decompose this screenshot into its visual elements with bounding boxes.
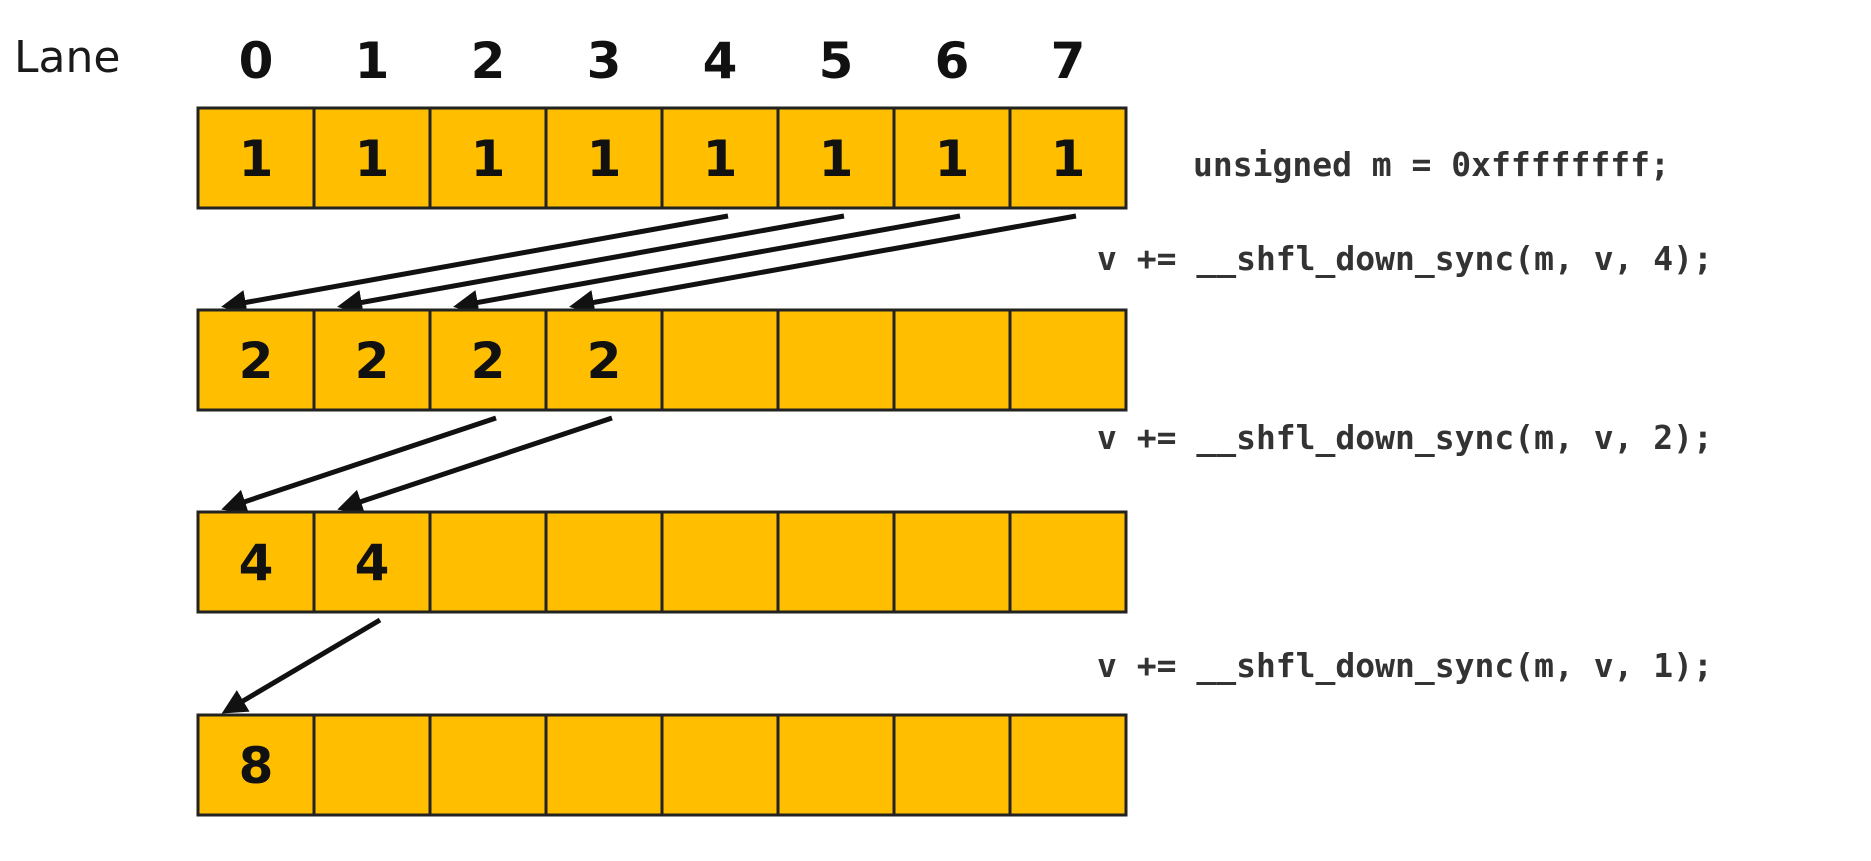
lane-cell	[1008, 106, 1128, 210]
lane-number-7: 7	[1051, 32, 1086, 90]
lane-cell	[660, 713, 780, 817]
lane-number-5: 5	[819, 32, 854, 90]
lane-cell	[428, 106, 548, 210]
cell-value: 1	[587, 130, 622, 188]
lane-cell	[1008, 510, 1128, 614]
lane-cell	[544, 106, 664, 210]
lane-number-0: 0	[239, 32, 274, 90]
lane-cell	[660, 308, 780, 412]
lane-number-1: 1	[355, 32, 390, 90]
cell-value: 2	[471, 332, 506, 390]
lane-cell	[544, 510, 664, 614]
lane-cell	[196, 308, 316, 412]
shuffle-arrow	[221, 213, 729, 315]
cell-value: 2	[355, 332, 390, 390]
cell-value: 8	[239, 737, 274, 795]
lane-cell	[660, 510, 780, 614]
shfl-down-call-3: v += __shfl_down_sync(m, v, 1);	[1097, 646, 1713, 685]
shuffle-arrow	[337, 213, 845, 315]
lane-number-4: 4	[703, 32, 738, 90]
lane-cell	[312, 308, 432, 412]
lane-cell	[776, 510, 896, 614]
shuffle-arrows	[221, 213, 1077, 714]
lane-number-6: 6	[935, 32, 970, 90]
shfl-down-call-2: v += __shfl_down_sync(m, v, 2);	[1097, 418, 1713, 457]
lane-cell	[544, 713, 664, 817]
mask-declaration: unsigned m = 0xffffffff;	[1193, 145, 1670, 184]
lane-cell	[776, 713, 896, 817]
cell-value: 1	[239, 130, 274, 188]
cell-value: 4	[355, 534, 390, 592]
shuffle-arrow	[337, 415, 613, 514]
cell-value: 2	[239, 332, 274, 390]
cell-value: 1	[819, 130, 854, 188]
register-row-0: 1 1 1 1 1 1 1 1	[196, 106, 1128, 210]
lane-cell	[312, 510, 432, 614]
lane-number-2: 2	[471, 32, 506, 90]
cell-value: 1	[471, 130, 506, 188]
lane-numbers: 0 1 2 3 4 5 6 7	[239, 32, 1086, 90]
lane-cell	[892, 308, 1012, 412]
cell-value: 1	[1051, 130, 1086, 188]
lane-cell	[776, 106, 896, 210]
cell-value: 2	[587, 332, 622, 390]
shfl-down-call-1: v += __shfl_down_sync(m, v, 4);	[1097, 239, 1713, 278]
shuffle-arrow	[221, 415, 497, 514]
lane-cell	[1008, 308, 1128, 412]
lane-cell	[892, 510, 1012, 614]
lane-cell	[892, 713, 1012, 817]
register-row-3: 8	[196, 713, 1128, 817]
cell-value: 4	[239, 534, 274, 592]
lane-cell	[312, 713, 432, 817]
register-row-1: 2 2 2 2	[196, 308, 1128, 412]
lane-cell	[428, 713, 548, 817]
shuffle-arrow	[221, 617, 382, 714]
lane-cell	[428, 308, 548, 412]
lane-axis-label: Lane	[14, 32, 120, 83]
code-lines: unsigned m = 0xffffffff; v += __shfl_down…	[1097, 145, 1713, 685]
lane-cell	[428, 510, 548, 614]
cell-value: 1	[935, 130, 970, 188]
lane-number-3: 3	[587, 32, 622, 90]
cell-value: 1	[355, 130, 390, 188]
lane-cell	[892, 106, 1012, 210]
lane-cell	[776, 308, 896, 412]
shuffle-arrow	[569, 213, 1077, 315]
shuffle-arrow	[453, 213, 961, 315]
lane-cell	[196, 713, 316, 817]
lane-cell	[544, 308, 664, 412]
cell-value: 1	[703, 130, 738, 188]
lane-cell	[1008, 713, 1128, 817]
